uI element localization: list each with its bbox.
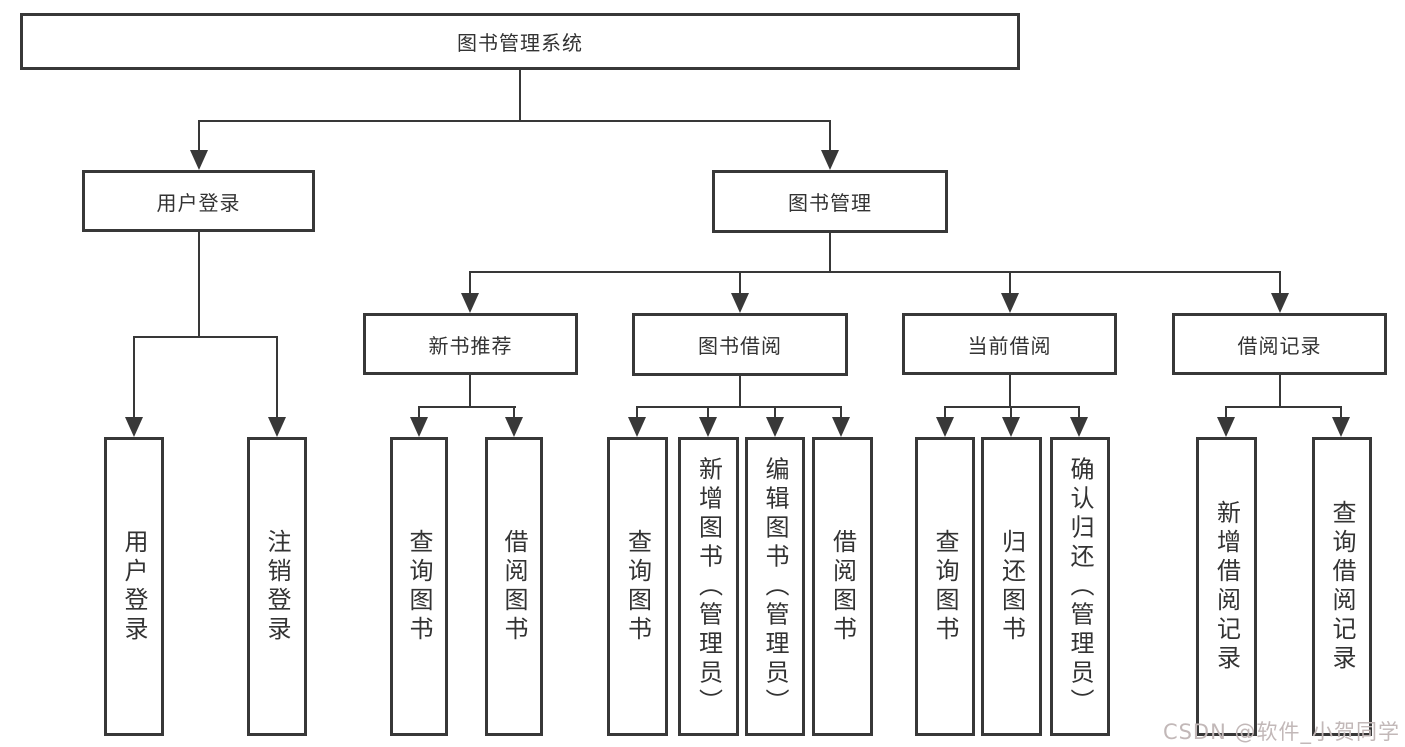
leaf-label: 归还图书 <box>997 528 1026 645</box>
node-borrow-records: 借阅记录 <box>1172 313 1387 375</box>
leaf-label: 借阅图书 <box>828 528 857 645</box>
connector-drop-c3 <box>1078 406 1080 419</box>
connector-root-rail <box>198 120 831 122</box>
connector-groupB-rail <box>636 406 842 408</box>
arrowhead-book-mgmt <box>821 150 839 170</box>
node-user-login-group: 用户登录 <box>82 170 315 232</box>
leaf-add-borrow-record: 新增借阅记录 <box>1196 437 1257 736</box>
leaf-label: 注销登录 <box>263 528 291 645</box>
leaf-label: 新增借阅记录 <box>1212 499 1241 674</box>
leaf-add-book-admin: 新增图书（管理员） <box>678 437 739 736</box>
node-new-book-recommend: 新书推荐 <box>363 313 578 375</box>
connector-groupA-stub <box>469 375 471 408</box>
leaf-label: 新增图书（管理员） <box>694 456 723 717</box>
connector-drop-b1 <box>636 406 638 419</box>
arrowhead-b3 <box>766 417 784 437</box>
connector-drop-a2 <box>513 406 515 419</box>
connector-user-login-rail <box>133 336 278 338</box>
connector-book-mgmt-rail <box>470 271 1281 273</box>
leaf-edit-book-admin: 编辑图书（管理员） <box>745 437 805 736</box>
arrowhead-b4 <box>832 417 850 437</box>
leaf-label: 查询图书 <box>623 528 652 645</box>
node-label: 用户登录 <box>156 190 241 215</box>
node-book-management: 图书管理 <box>712 170 948 233</box>
leaf-confirm-return-admin: 确认归还（管理员） <box>1050 437 1110 736</box>
leaf-query-books-current: 查询图书 <box>915 437 975 736</box>
connector-drop-user-login <box>198 120 200 154</box>
connector-drop-b3 <box>774 406 776 419</box>
node-label: 图书管理 <box>788 191 872 215</box>
leaf-label: 查询图书 <box>931 528 959 645</box>
connector-drop-c1 <box>944 406 946 419</box>
node-book-borrow: 图书借阅 <box>632 313 848 376</box>
connector-groupA-rail <box>418 406 516 408</box>
node-library-system: 图书管理系统 <box>20 13 1020 70</box>
connector-drop-a1 <box>418 406 420 419</box>
node-label: 图书管理系统 <box>457 31 583 55</box>
leaf-label: 编辑图书（管理员） <box>761 456 789 717</box>
arrowhead-b2 <box>699 417 717 437</box>
arrowhead-current-borrow <box>1001 293 1019 313</box>
arrowhead-new-book <box>461 293 479 313</box>
connector-drop-book-mgmt <box>829 120 831 154</box>
connector-drop-d1 <box>1225 406 1227 419</box>
connector-user-login-stub <box>198 232 200 338</box>
connector-drop-borrow-records <box>1279 271 1281 296</box>
arrowhead-leaf-login <box>125 417 143 437</box>
connector-drop-book-borrow <box>739 271 741 296</box>
connector-drop-leaf-logout <box>276 336 278 420</box>
node-label: 新书推荐 <box>428 333 513 358</box>
connector-groupC-rail <box>944 406 1080 408</box>
connector-book-mgmt-stub <box>829 233 831 273</box>
arrowhead-d2 <box>1332 417 1350 437</box>
arrowhead-borrow-records <box>1271 293 1289 313</box>
leaf-label: 查询图书 <box>405 528 433 645</box>
leaf-label: 确认归还（管理员） <box>1066 456 1094 717</box>
leaf-borrow-books: 借阅图书 <box>812 437 873 736</box>
node-label: 当前借阅 <box>967 333 1052 358</box>
leaf-query-books-borrow: 查询图书 <box>607 437 668 736</box>
leaf-query-books-recommend: 查询图书 <box>390 437 448 736</box>
connector-root-stub <box>519 68 521 122</box>
connector-groupD-stub <box>1279 375 1281 408</box>
connector-drop-new-book <box>469 271 471 296</box>
connector-groupC-stub <box>1009 375 1011 408</box>
leaf-label: 借阅图书 <box>500 528 528 645</box>
connector-drop-b4 <box>840 406 842 419</box>
arrowhead-c3 <box>1070 417 1088 437</box>
connector-drop-d2 <box>1340 406 1342 419</box>
arrowhead-a2 <box>505 417 523 437</box>
arrowhead-d1 <box>1217 417 1235 437</box>
connector-drop-c2 <box>1010 406 1012 419</box>
arrowhead-c2 <box>1002 417 1020 437</box>
arrowhead-b1 <box>628 417 646 437</box>
leaf-user-login: 用户登录 <box>104 437 164 736</box>
leaf-query-borrow-record: 查询借阅记录 <box>1312 437 1372 736</box>
connector-groupD-rail <box>1225 406 1342 408</box>
connector-drop-b2 <box>707 406 709 419</box>
arrowhead-leaf-logout <box>268 417 286 437</box>
arrowhead-a1 <box>410 417 428 437</box>
arrowhead-c1 <box>936 417 954 437</box>
leaf-label: 用户登录 <box>120 528 148 645</box>
node-label: 借阅记录 <box>1237 333 1322 358</box>
leaf-borrow-books-recommend: 借阅图书 <box>485 437 543 736</box>
arrowhead-book-borrow <box>731 293 749 313</box>
node-label: 图书借阅 <box>698 334 782 358</box>
connector-drop-leaf-login <box>133 336 135 420</box>
connector-drop-current-borrow <box>1009 271 1011 296</box>
arrowhead-user-login <box>190 150 208 170</box>
leaf-logout: 注销登录 <box>247 437 307 736</box>
leaf-return-books: 归还图书 <box>981 437 1042 736</box>
leaf-label: 查询借阅记录 <box>1328 499 1356 674</box>
node-current-borrow: 当前借阅 <box>902 313 1117 375</box>
connector-groupB-stub <box>739 376 741 408</box>
